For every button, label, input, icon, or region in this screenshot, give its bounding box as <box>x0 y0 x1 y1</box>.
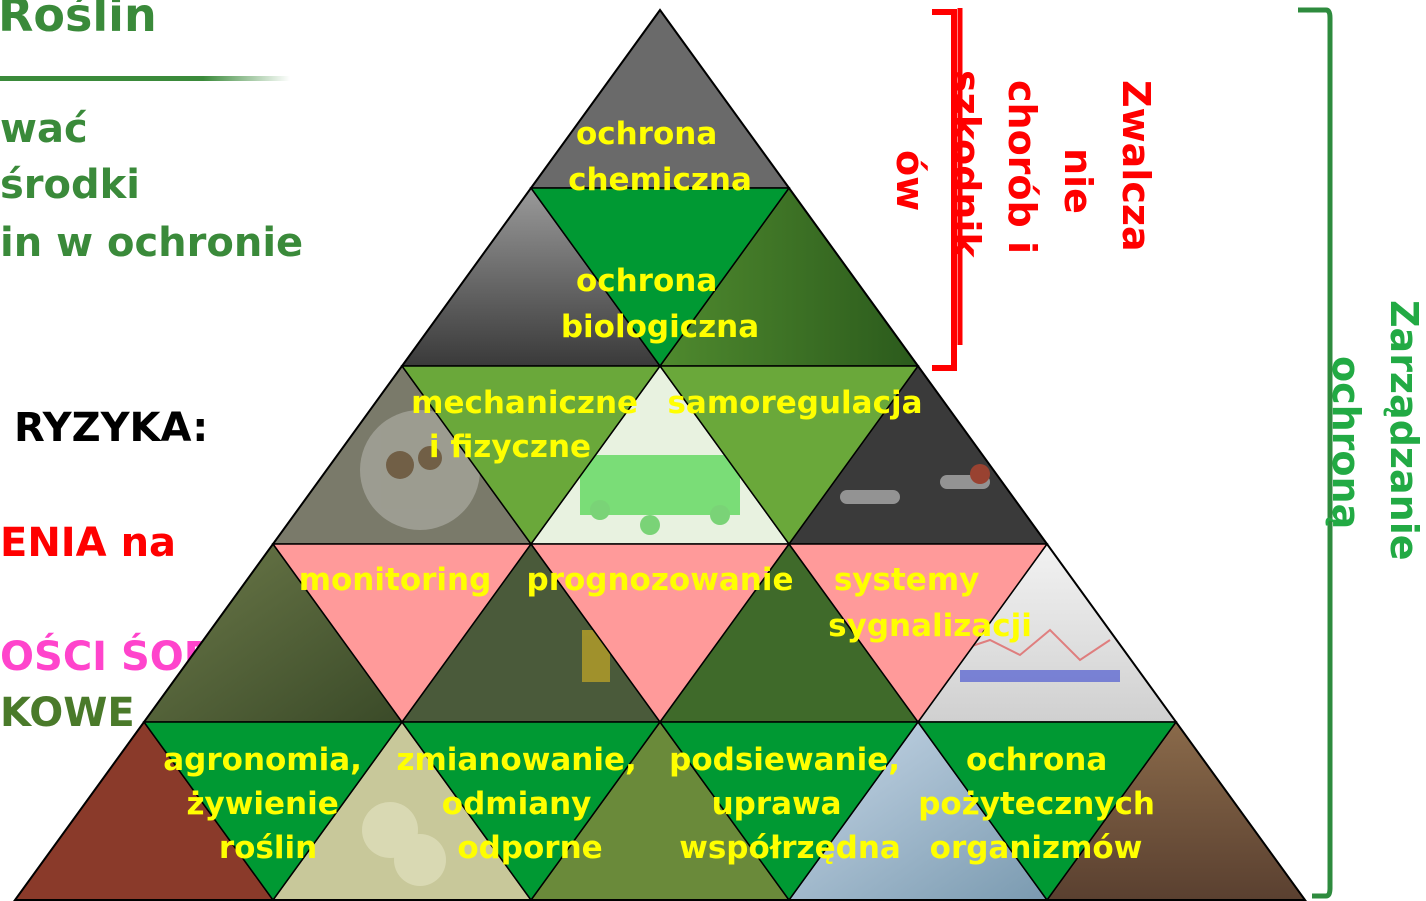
red-vertical-line-5: ów <box>888 150 932 211</box>
green-vertical-line-2: ochroną <box>1324 356 1368 529</box>
label-prog: prognozowanie <box>527 562 794 598</box>
red-vertical-line-4: szkodnik <box>944 70 988 258</box>
red-vertical-line-2: nie <box>1056 148 1100 214</box>
label-samo: samoregulacja <box>667 385 922 421</box>
label-mon: monitoring <box>299 562 492 598</box>
green-vertical-line-1: Zarządzanie <box>1382 300 1426 561</box>
red-vertical-line-1: Zwalcza <box>1114 80 1158 252</box>
red-vertical-line-3: chorób i <box>1000 80 1044 254</box>
